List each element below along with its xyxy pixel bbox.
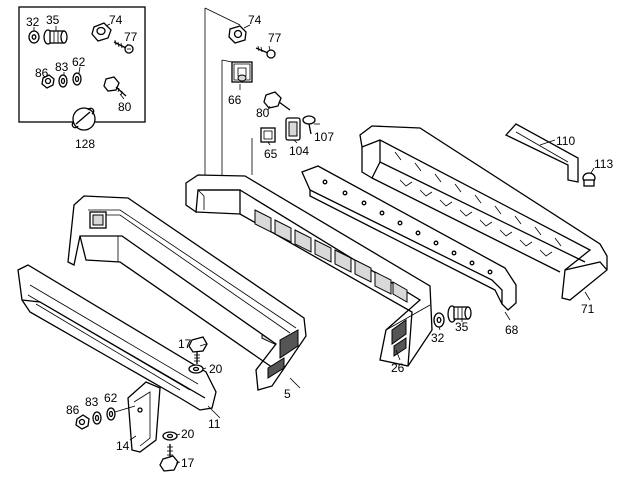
callout-74: 74	[109, 13, 123, 27]
nut-86-lower	[75, 414, 90, 430]
callout-83: 83	[55, 60, 69, 74]
bumper-cover-71	[359, 125, 608, 301]
impact-strip-68	[301, 165, 517, 311]
callout-labels: 32 35 74 77 86 83 62 80 128 74 77 66 80 …	[26, 13, 613, 470]
washer-32-right	[433, 312, 445, 328]
screw-part	[113, 39, 134, 54]
callout-32: 32	[431, 331, 445, 345]
callout-17: 17	[178, 337, 192, 351]
callout-20: 20	[209, 362, 223, 376]
wrench-icon	[71, 107, 96, 131]
clip-113	[582, 172, 596, 187]
callout-20: 20	[181, 427, 195, 441]
mount-bolt-80	[263, 91, 291, 111]
bracket-14	[127, 381, 161, 453]
bolt-part	[103, 76, 127, 97]
washer-part	[72, 72, 82, 86]
mount-screw-77	[255, 45, 276, 59]
callout-5: 5	[284, 387, 291, 401]
washer-20-upper	[188, 364, 204, 374]
callout-68: 68	[505, 323, 519, 337]
clip-65	[260, 127, 276, 143]
callout-11: 11	[208, 417, 221, 431]
callout-66: 66	[228, 93, 242, 107]
callout-14: 14	[116, 439, 130, 453]
washer-part	[58, 74, 68, 88]
callout-62: 62	[104, 391, 118, 405]
callout-26: 26	[391, 361, 405, 375]
leader-lines-main	[129, 24, 595, 464]
washer-83-lower	[92, 411, 102, 425]
callout-74: 74	[248, 13, 262, 27]
callout-86: 86	[66, 403, 80, 417]
absorber-windows	[254, 209, 408, 303]
bolt-17-lower	[159, 444, 179, 472]
bracket-104	[285, 117, 301, 141]
washer-20-lower	[162, 431, 178, 441]
callout-83: 83	[85, 395, 99, 409]
bracket-mount-lines	[204, 7, 253, 185]
grommet-35-right	[447, 305, 472, 323]
reinforcement-bar-11	[17, 264, 217, 411]
callout-71: 71	[581, 302, 595, 316]
bolt-17-upper	[188, 336, 208, 364]
callout-77: 77	[268, 31, 282, 45]
callout-35: 35	[46, 13, 60, 27]
washer-part	[28, 30, 40, 44]
callout-77: 77	[124, 30, 138, 44]
callout-110: 110	[556, 134, 575, 148]
mount-nut-74	[228, 25, 247, 44]
callout-128: 128	[75, 137, 95, 151]
callout-35: 35	[455, 320, 469, 334]
trim-strip-110	[504, 123, 579, 183]
mount-clip-66	[231, 61, 253, 83]
callout-80: 80	[256, 106, 270, 120]
callout-17: 17	[181, 456, 195, 470]
callout-113: 113	[594, 157, 613, 171]
bumper-cover-5	[67, 195, 307, 391]
callout-62: 62	[72, 55, 86, 69]
leader-lines-inset	[33, 23, 129, 100]
callout-86: 86	[35, 66, 49, 80]
callout-65: 65	[264, 147, 278, 161]
callout-80: 80	[118, 100, 132, 114]
callout-32: 32	[26, 15, 40, 29]
callout-104: 104	[289, 144, 309, 158]
callout-107: 107	[314, 130, 334, 144]
nut-part	[41, 74, 55, 89]
washer-62-lower	[106, 407, 116, 421]
grommet-part	[43, 29, 68, 45]
hardware-kit-inset	[18, 6, 146, 131]
nut-part	[91, 22, 112, 42]
pin-107	[302, 115, 316, 135]
